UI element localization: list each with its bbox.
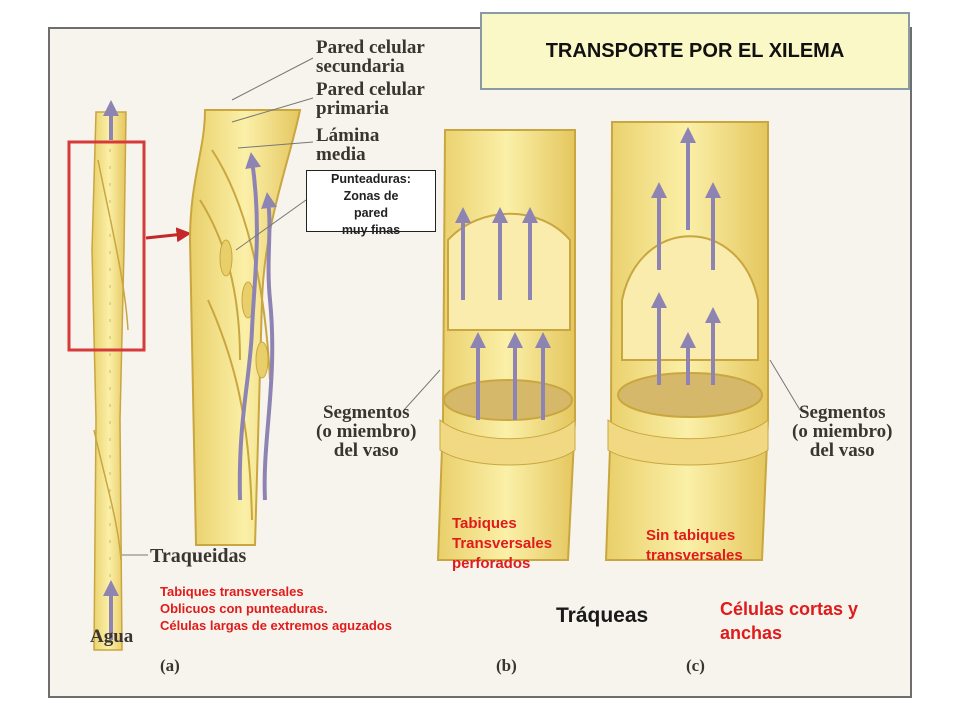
label-segment-left: Segmentos (o miembro) del vaso [316,403,416,460]
note-line: Sin tabiques [646,527,736,544]
note-line: perforados [452,555,531,572]
label-segment-right: Segmentos (o miembro) del vaso [792,403,892,460]
label-line: Lámina [316,125,380,146]
vessel-b [436,129,576,561]
punteaduras-box: Punteaduras: Zonas de pared muy finas [306,170,436,237]
tabiques-perforados-label: Tabiques Transversales perforados [452,514,552,574]
label-pared-secundaria: Pared celular secundaria [316,38,425,76]
leader-segment-right [769,359,801,411]
tracheid-column [91,111,129,651]
label-line: del vaso [333,440,399,461]
label-line: Pared celular [316,79,425,100]
title-box: TRANSPORTE POR EL XILEMA [480,12,910,90]
flow-arrow-2 [261,192,277,501]
traqueidas-note: Tabiques transversales Oblicuos con punt… [160,583,392,634]
label-line: Segmentos [798,402,886,423]
sin-tabiques-label: Sin tabiques transversales [646,526,743,566]
note-line: Tabiques [452,515,517,532]
pit-line: pared [353,206,389,220]
label-line: primaria [316,98,389,119]
pit-line: Zonas de [343,189,399,203]
note-line: anchas [720,623,783,643]
pit-line: muy finas [341,223,401,237]
label-traqueidas: Traqueidas [150,545,247,567]
label-line: del vaso [809,440,875,461]
panel-label-b: (b) [496,656,517,675]
leader-punteaduras [235,199,307,251]
pit-line: Punteaduras: [331,172,411,186]
note-line: Células cortas y [720,599,859,619]
panel-label-a: (a) [160,656,180,675]
note-line: transversales [646,547,743,564]
note-line: Transversales [452,535,553,552]
tracheid-enlarged [188,109,302,546]
note-line: Células largas de extremos aguzados [160,618,392,633]
label-line: media [316,144,366,165]
highlight-box [67,140,146,352]
leader-segment-left [403,369,441,411]
page-title: TRANSPORTE POR EL XILEMA [545,39,845,62]
leader-primaria [231,97,314,123]
label-agua: Agua [90,626,134,647]
zoom-arrow [145,227,192,243]
label-line: Pared celular [316,37,425,58]
panel-label-c: (c) [686,656,705,675]
label-lamina-media: Lámina media [316,126,379,164]
label-line: Segmentos [322,402,410,423]
label-line: (o miembro) [316,421,417,442]
traqueas-label: Tráqueas [556,604,649,627]
celulas-label: Células cortas y anchas [720,597,858,645]
label-line: (o miembro) [792,421,893,442]
leader-secundaria [231,57,314,101]
label-line: secundaria [316,56,405,77]
note-line: Tabiques transversales [160,584,304,599]
leader-lamina [237,141,314,149]
flow-arrow-1 [237,152,262,501]
label-pared-primaria: Pared celular primaria [316,80,425,118]
note-line: Oblicuos con punteaduras. [160,601,328,616]
